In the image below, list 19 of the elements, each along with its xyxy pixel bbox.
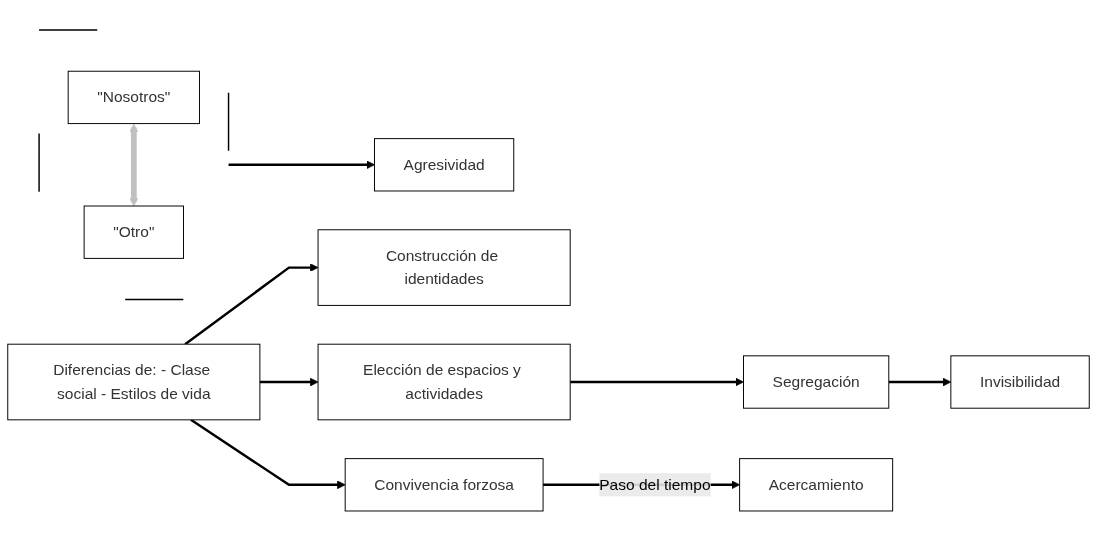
node-box: "Nosotros" <box>67 70 200 125</box>
node-box: Elección de espacios y actividades <box>317 343 571 421</box>
node-box: Diferencias de: - Clase social - Estilos de vida <box>7 343 261 421</box>
arrow <box>888 377 952 387</box>
arrow <box>129 123 139 207</box>
node-box: Segregación <box>743 355 890 409</box>
node-box: Agresividad <box>374 138 515 192</box>
arrow <box>228 160 375 170</box>
arrow <box>570 377 744 387</box>
node-box: Acercamiento <box>739 458 894 512</box>
node-box: Convivencia forzosa <box>344 458 544 512</box>
node-box: Invisibilidad <box>950 355 1090 409</box>
node-box: Construcción de identidades <box>317 229 571 306</box>
arrow <box>190 418 346 490</box>
arrow <box>259 377 319 387</box>
node-box: "Otro" <box>83 205 184 259</box>
arrow <box>184 263 319 346</box>
edge-label: Paso del tiempo <box>599 476 711 493</box>
cluster <box>38 29 230 301</box>
